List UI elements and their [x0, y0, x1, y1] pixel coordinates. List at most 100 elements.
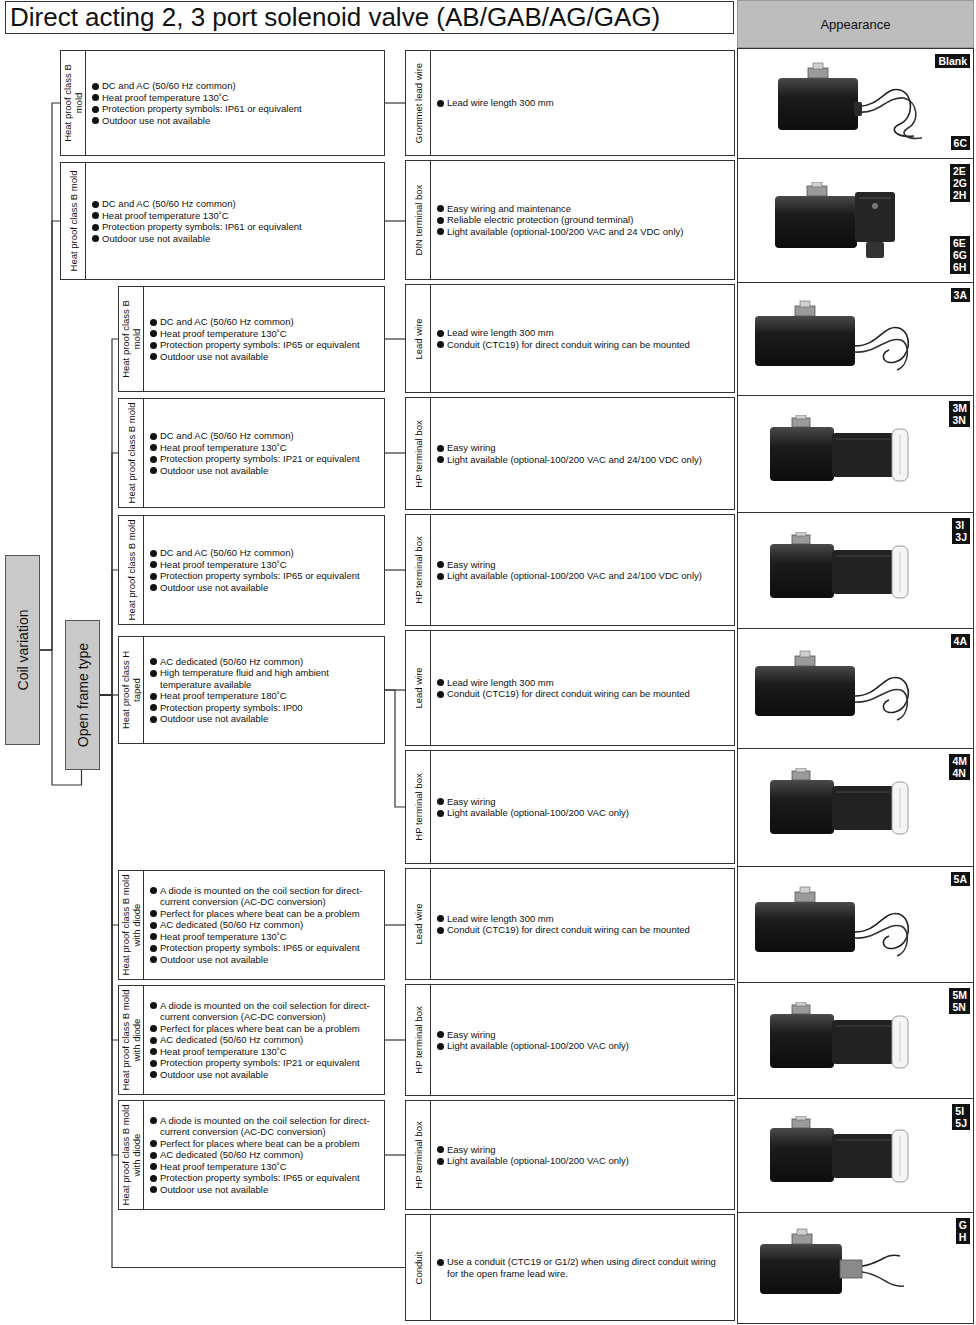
- bullet-item: DC and AC (50/60 Hz common): [149, 547, 379, 559]
- bullet-text: Conduit (CTC19) for direct conduit wirin…: [447, 688, 690, 699]
- bullet-text: A diode is mounted on the coil section f…: [160, 885, 362, 908]
- wiring-box: HP terminal box Easy wiringLight availabl…: [405, 397, 735, 510]
- bullet-list: Easy wiringLight available (optional-100…: [430, 1101, 734, 1209]
- bullet-dot: [150, 1163, 157, 1170]
- spec-box: Heat proof class B moldDC and AC (50/60 …: [118, 398, 385, 508]
- bullet-item: Perfect for places where beat can be a p…: [149, 908, 379, 920]
- bullet-list: A diode is mounted on the coil selection…: [143, 1101, 384, 1209]
- bullet-dot: [437, 456, 444, 463]
- bullet-dot: [150, 561, 157, 568]
- bullet-text: AC dedicated (50/60 Hz common): [160, 1034, 303, 1045]
- wiring-box: HP terminal boxEasy wiringLight availabl…: [405, 514, 735, 626]
- bullet-item: Protection property symbols: IP65 or equ…: [149, 942, 379, 954]
- code-badge: 6E 6G 6H: [950, 236, 970, 274]
- bullet-item: Heat proof temperature 130˚C: [149, 1161, 379, 1173]
- bullet-item: Easy wiring: [436, 442, 729, 454]
- coil-illustration: [770, 415, 908, 481]
- bullet-text: A diode is mounted on the coil selection…: [160, 1115, 370, 1138]
- bullet-item: Heat proof temperature 180˚C: [149, 690, 379, 702]
- bullet-dot: [150, 550, 157, 557]
- bullet-dot: [150, 1060, 157, 1067]
- bullet-item: Light available (optional-100/200 VAC an…: [436, 570, 729, 582]
- bullet-dot: [150, 658, 157, 665]
- bullet-item: Conduit (CTC19) for direct conduit wirin…: [436, 339, 729, 351]
- box-heading: HP terminal box: [413, 754, 424, 860]
- tree-connector: [385, 569, 405, 570]
- bullet-dot: [92, 224, 99, 231]
- tree-connector: [100, 695, 118, 925]
- bullet-item: High temperature fluid and high ambient …: [149, 667, 379, 690]
- bullet-text: Protection property symbols: IP65 or equ…: [160, 942, 360, 953]
- tree-connector: [385, 102, 405, 103]
- heading-column: Heat proof class B mold: [61, 163, 86, 279]
- heading-column: HP terminal box: [406, 751, 431, 863]
- spec-box: Heat proof class B moldDC and AC (50/60 …: [60, 162, 385, 280]
- bullet-text: Easy wiring: [447, 559, 496, 570]
- tree-connector: [100, 695, 405, 1268]
- bullet-text: DC and AC (50/60 Hz common): [160, 430, 294, 441]
- appearance-cell: 4M 4N: [737, 748, 974, 867]
- bullet-item: Light available (optional-100/200 VAC on…: [436, 1040, 729, 1052]
- bullet-item: Lead wire length 300 mm: [436, 97, 729, 109]
- bullet-dot: [437, 100, 444, 107]
- bullet-item: Conduit (CTC19) for direct conduit wirin…: [436, 924, 729, 936]
- bullet-dot: [150, 584, 157, 591]
- bullet-list: AC dedicated (50/60 Hz common)High tempe…: [143, 637, 384, 743]
- bullet-text: Heat proof temperature 130˚C: [160, 559, 287, 570]
- bullet-dot: [150, 922, 157, 929]
- box-heading: Heat proof class B mold: [62, 54, 84, 152]
- bullet-text: Outdoor use not available: [102, 233, 210, 244]
- bullet-item: Lead wire length 300 mm: [436, 677, 729, 689]
- bullet-text: Protection property symbols: IP61 or equ…: [102, 221, 302, 232]
- bullet-text: Lead wire length 300 mm: [447, 677, 554, 688]
- bullet-item: AC dedicated (50/60 Hz common): [149, 656, 379, 668]
- bullet-dot: [437, 330, 444, 337]
- bullet-dot: [437, 341, 444, 348]
- bullet-item: Light available (optional-100/200 VAC an…: [436, 454, 729, 466]
- bullet-text: Protection property symbols: IP65 or equ…: [160, 1172, 360, 1183]
- bullet-text: AC dedicated (50/60 Hz common): [160, 919, 303, 930]
- bullet-list: Use a conduit (CTC19 or G1/2) when using…: [430, 1215, 734, 1320]
- bullet-list: DC and AC (50/60 Hz common)Heat proof te…: [143, 399, 384, 507]
- heading-column: DIN terminal box: [406, 161, 431, 279]
- bullet-item: Easy wiring and maintenance: [436, 203, 729, 215]
- bullet-text: Perfect for places where beat can be a p…: [160, 1138, 360, 1149]
- coil-illustration: [755, 651, 908, 720]
- bullet-dot: [150, 1186, 157, 1193]
- bullet-dot: [437, 798, 444, 805]
- appearance-cell: 3I 3J: [737, 512, 974, 629]
- bullet-item: Perfect for places where beat can be a p…: [149, 1138, 379, 1150]
- bullet-list: DC and AC (50/60 Hz common)Heat proof te…: [143, 516, 384, 624]
- bullet-dot: [437, 573, 444, 580]
- bullet-text: Protection property symbols: IP21 or equ…: [160, 453, 360, 464]
- bullet-text: AC dedicated (50/60 Hz common): [160, 1149, 303, 1160]
- tree-connector: [385, 1039, 405, 1040]
- appearance-cell: 4A: [737, 628, 974, 749]
- bullet-dot: [92, 235, 99, 242]
- heading-column: Lead wire: [406, 631, 431, 745]
- code-badge: 4M 4N: [949, 754, 970, 780]
- bullet-dot: [92, 83, 99, 90]
- bullet-list: DC and AC (50/60 Hz common)Heat proof te…: [85, 51, 384, 155]
- bullet-text: AC dedicated (50/60 Hz common): [160, 656, 303, 667]
- coil-illustration: [775, 182, 895, 258]
- bullet-dot: [150, 319, 157, 326]
- bullet-item: Heat proof temperature 130˚C: [91, 92, 379, 104]
- box-heading: HP terminal box: [413, 401, 424, 506]
- wiring-box: HP terminal boxEasy wiringLight availabl…: [405, 1100, 735, 1210]
- heading-column: HP terminal box: [406, 985, 431, 1095]
- bullet-dot: [92, 106, 99, 113]
- wiring-box: ConduitUse a conduit (CTC19 or G1/2) whe…: [405, 1214, 735, 1321]
- bullet-dot: [150, 704, 157, 711]
- wiring-box: HP terminal boxEasy wiringLight availabl…: [405, 750, 735, 864]
- bullet-item: Outdoor use not available: [91, 115, 379, 127]
- bullet-text: Protection property symbols: IP61 or equ…: [102, 103, 302, 114]
- bullet-list: Easy wiring and maintenanceReliable elec…: [430, 161, 734, 279]
- bullet-text: Easy wiring and maintenance: [447, 203, 571, 214]
- code-badge: 6C: [951, 136, 970, 150]
- bullet-dot: [150, 933, 157, 940]
- bullet-dot: [437, 810, 444, 817]
- bullet-text: A diode is mounted on the coil selection…: [160, 1000, 370, 1023]
- heading-column: Heat proof class B mold: [119, 516, 144, 624]
- bullet-text: DC and AC (50/60 Hz common): [102, 80, 236, 91]
